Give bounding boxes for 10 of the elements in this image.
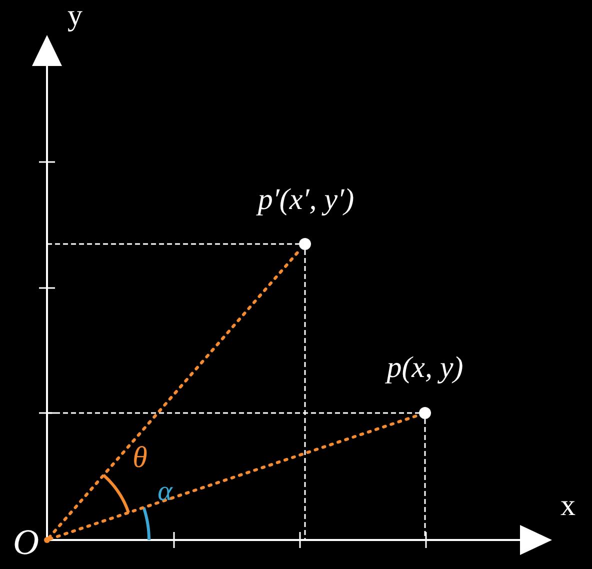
point-label: p′(x′, y′)	[258, 185, 354, 215]
point-dot	[419, 407, 431, 419]
point-label: O	[13, 524, 39, 560]
axis-label: x	[560, 491, 576, 521]
angle-label: α	[158, 478, 172, 506]
point-label: p(x, y)	[386, 353, 464, 383]
point-dot	[44, 537, 50, 543]
axis-label: y	[68, 1, 82, 31]
angle-label: θ	[132, 443, 148, 473]
point-dot	[299, 238, 311, 250]
